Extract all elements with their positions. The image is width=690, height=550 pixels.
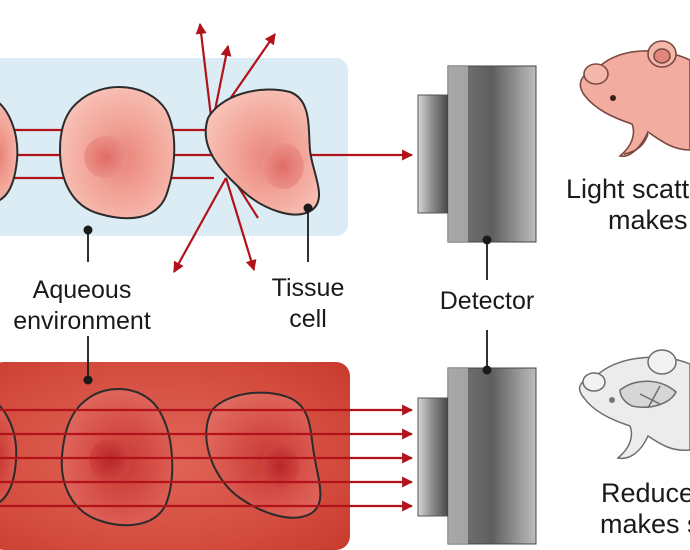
top-caption-line1: Light scatte [566, 174, 690, 204]
pointer-dot [482, 365, 492, 375]
pointer-dot [83, 375, 93, 385]
tissue-cell-partial-bottom [0, 404, 18, 504]
transparent-mouse-icon [578, 349, 690, 460]
aqueous-label-line1: Aqueous [33, 276, 132, 304]
tissue-cell-top-2 [204, 88, 321, 216]
bottom-caption-line1: Reduced [601, 478, 690, 508]
top-panel: Light scatte makes [0, 22, 690, 280]
labels: Aqueous environment Tissue cell Detector [13, 274, 534, 335]
detector-icon [417, 65, 537, 243]
pointer-dot [303, 203, 313, 213]
tissue-cell-partial-top [0, 102, 19, 202]
tissue-cell-top-1 [58, 86, 176, 220]
tissue-label-line1: Tissue [272, 274, 345, 302]
detector-icon [417, 367, 537, 545]
scattered-light-arrows [173, 22, 276, 273]
label-pointers-top [87, 208, 309, 262]
bottom-panel: Reduced makes s [0, 330, 690, 550]
aqueous-label-line2: environment [13, 307, 151, 335]
detector-label: Detector [440, 287, 534, 315]
bottom-caption-line2: makes s [600, 509, 690, 539]
tissue-label-line2: cell [289, 305, 327, 333]
tissue-cell-bottom-2 [205, 391, 322, 519]
transmitted-light-arrows [0, 404, 414, 512]
pointer-dot [83, 225, 93, 235]
opaque-mouse-icon [579, 40, 690, 158]
top-caption-line2: makes [608, 205, 688, 235]
